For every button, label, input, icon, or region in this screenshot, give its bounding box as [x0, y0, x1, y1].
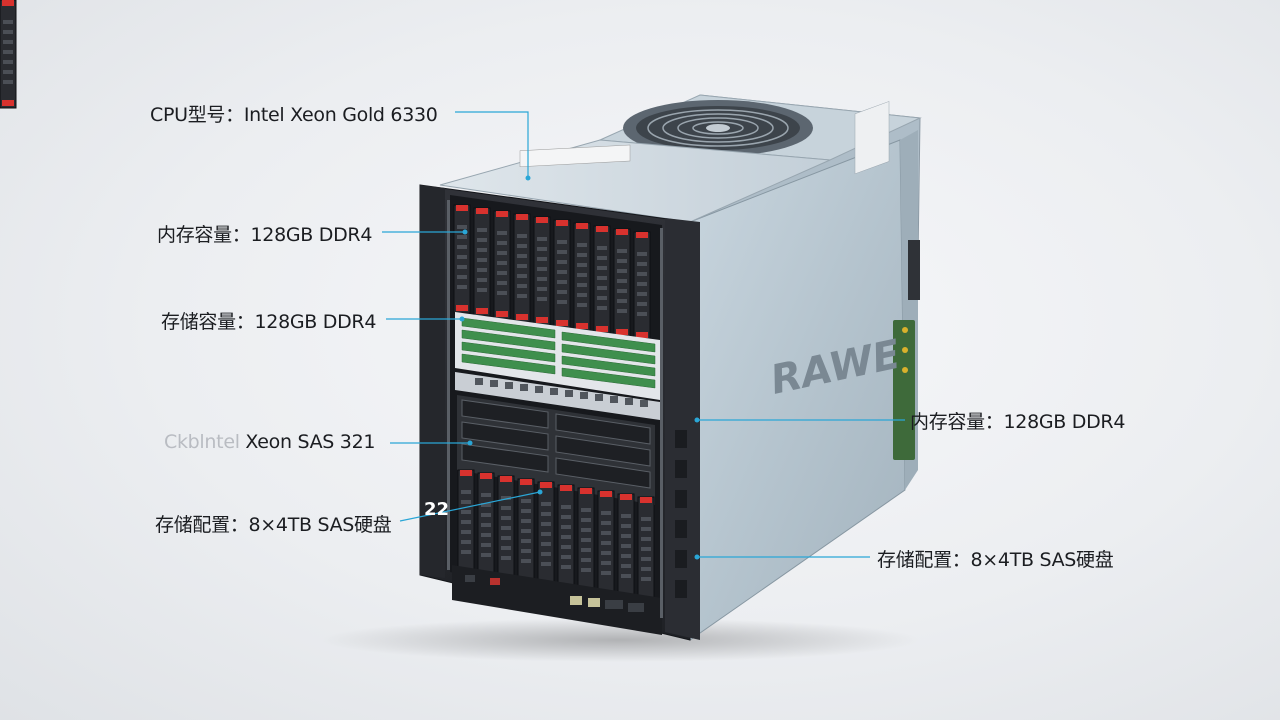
network-port-strip: [455, 372, 660, 420]
callout-garbled-mid: ntel: [204, 431, 240, 453]
leader-line-storage-left: [399, 491, 541, 522]
callout-garbled: Ckblntel Xeon SAS 321: [164, 431, 375, 453]
callout-storage-config-right: 存储配置：8×4TB SAS硬盘: [877, 549, 1114, 571]
floor-shadow: [320, 618, 920, 662]
callout-cpu: CPU型号：Intel Xeon Gold 6330: [150, 104, 438, 126]
callout-storage-config-left: 存储配置：8×4TB SAS硬盘: [155, 514, 392, 536]
front-badge: 22: [424, 499, 449, 520]
callout-storage-capacity: 存储容量：128GB DDR4: [161, 311, 377, 333]
callout-memory-left: 内存容量：128GB DDR4: [157, 224, 373, 246]
callout-garbled-dark: Xeon SAS 321: [239, 431, 376, 453]
leader-dots: [459, 175, 700, 560]
leader-lines: [382, 111, 905, 558]
leader-line-cpu: [455, 111, 529, 178]
memory-dimm-bay: [455, 312, 660, 400]
top-drive-bay: [0, 0, 17, 109]
callout-garbled-faded: Ckbl: [164, 431, 205, 453]
bottom-io-panel: [452, 565, 662, 635]
callout-memory-right: 内存容量：128GB DDR4: [910, 411, 1126, 433]
